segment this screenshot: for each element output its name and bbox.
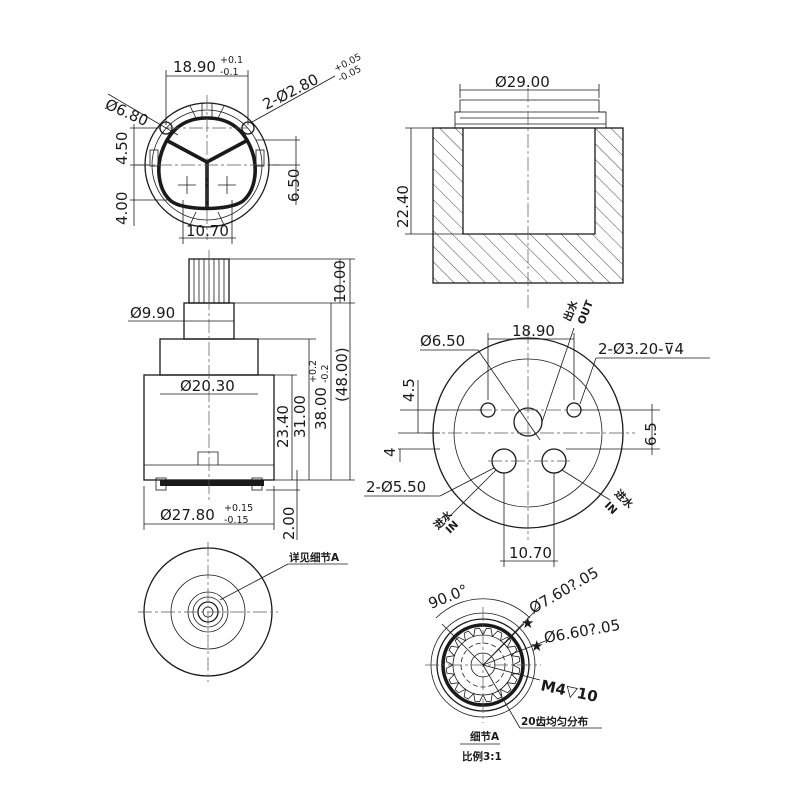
side-dim-h2: 31.00 [291,395,309,438]
stem-end-view: 详见细节A [138,542,348,682]
top-dim-left-upper: 4.50 [113,132,131,165]
top-dim-width-tol-upper: +0.1 [220,55,243,66]
top-dim-hole-dia: Ø6.80 [102,95,151,130]
bottom-dim-bottom: 10.70 [509,544,552,562]
detail-dim-angle: 90.0° [426,581,471,613]
detail-dim-inner: Ø6.60?.05 [543,616,622,647]
top-dim-right: 6.50 [285,169,303,202]
top-view-slot-right [255,149,265,167]
side-bottom-seal [160,480,264,486]
top-view-seal [157,116,257,211]
section-dim-depth: 22.40 [394,185,412,228]
side-dim-body-dia-tol-lower: -0.15 [224,515,249,526]
bottom-dim-hole-dia: Ø6.50 [420,332,465,350]
detail-dim-thread: M4▽10 [539,676,599,706]
bottom-dim-pins: 2-Ø3.20-⊽4 [598,340,684,358]
detail-a-view: 90.0° Ø7.60?.05 ★ Ø6.60?.05 ★ M4▽10 20齿均… [425,563,622,763]
top-dim-width: 18.90 [173,58,216,76]
label-in-right-en: IN [602,500,619,517]
side-dim-h3-tol-lower: -0.2 [320,364,331,383]
side-dim-body-dia-tol-upper: +0.15 [224,503,253,514]
bottom-view: Ø6.50 18.90 出水 OUT 2-Ø3.20-⊽4 4.5 4 6.5 … [364,298,710,567]
top-view: 18.90 +0.1 -0.1 Ø6.80 2-Ø2.80 +0.05 -0.0… [102,52,363,244]
star-icon-outer: ★ [521,614,534,632]
side-dim-body-dia: Ø27.80 [160,506,215,524]
detail-dim-outer: Ø7.60?.05 [526,563,602,617]
top-dim-bottom: 10.70 [186,222,229,240]
label-out-en: OUT [576,298,597,326]
detail-title: 细节A [470,730,500,743]
star-icon-inner: ★ [530,637,543,655]
side-dim-h1: 23.40 [274,405,292,448]
detail-teeth-note: 20齿均匀分布 [521,715,589,728]
bottom-dim-inlets: 2-Ø5.50 [366,478,426,496]
bottom-dim-width: 18.90 [512,322,555,340]
bottom-dim-right: 6.5 [642,422,660,446]
top-dim-width-tol-lower: -0.1 [220,67,239,78]
bottom-dim-left: 4.5 [400,378,418,402]
top-view-slot-left [149,149,159,167]
side-dim-stem-dia: Ø9.90 [130,304,175,322]
side-dim-total: (48.00) [333,347,351,402]
detail-reference-label: 详见细节A [289,551,340,564]
side-dim-h3-tol-upper: +0.2 [308,360,319,383]
side-dim-h3: 38.00 [312,387,330,430]
bottom-dim-left-small: 4 [381,447,399,457]
section-dim-diameter: Ø29.00 [495,73,550,91]
side-dim-bottom-offset: 2.00 [280,507,298,540]
top-dim-left-lower: 4.00 [113,192,131,225]
section-view: Ø29.00 22.40 [394,73,624,308]
side-view: Ø9.90 Ø20.30 10.00 23.40 31.00 38.00 +0.… [128,250,355,540]
side-dim-stem-height: 10.00 [331,260,349,303]
top-dim-pins: 2-Ø2.80 [260,70,322,113]
detail-scale: 比例3:1 [462,750,502,763]
side-dim-collar-dia: Ø20.30 [180,377,235,395]
